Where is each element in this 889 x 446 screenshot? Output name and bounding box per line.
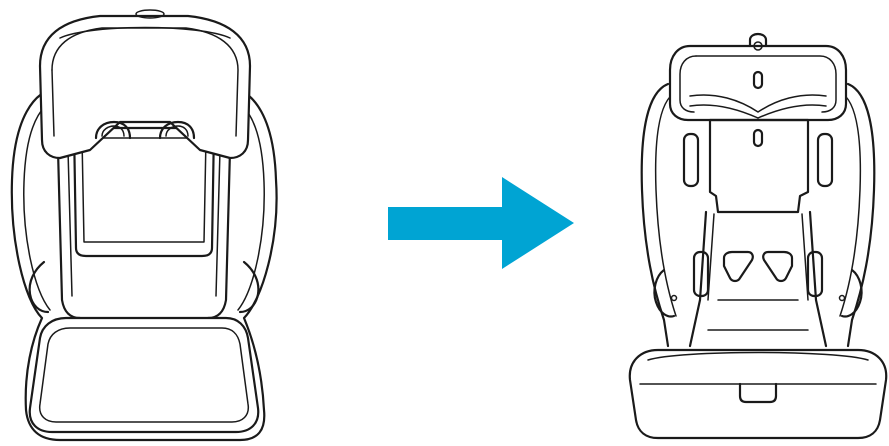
arrow-right-icon xyxy=(388,177,574,269)
car-seat-covered-icon xyxy=(12,10,277,440)
car-seat-frame-icon xyxy=(630,34,886,438)
